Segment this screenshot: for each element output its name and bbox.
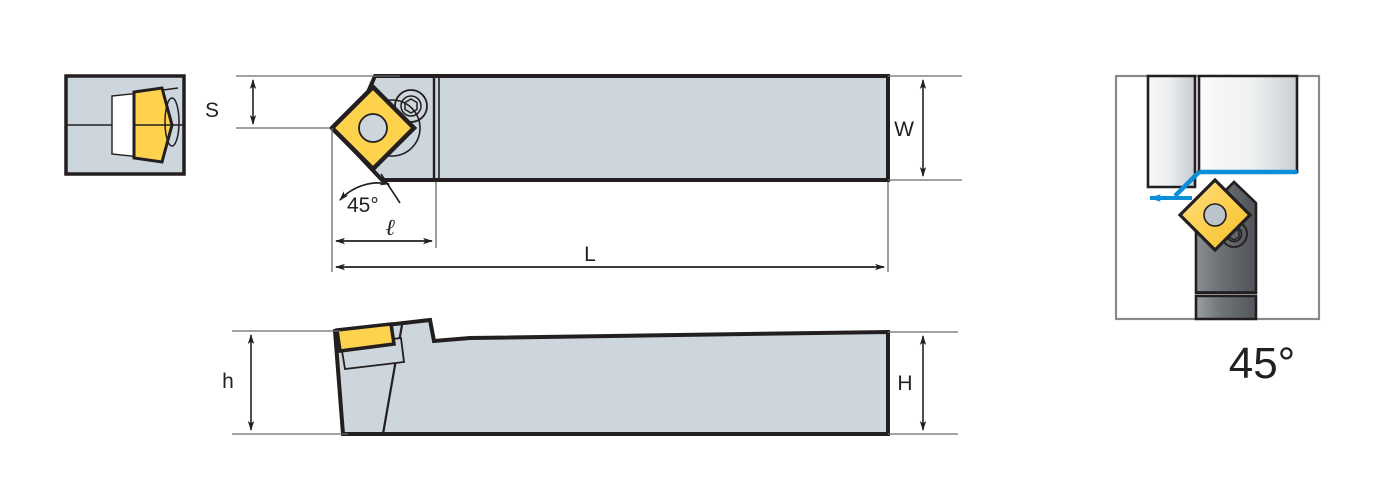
dimension-h-small-label: h bbox=[222, 370, 234, 393]
end-view-group bbox=[64, 74, 186, 176]
end-view-screw-ellipse bbox=[164, 97, 180, 147]
angle-45-arc bbox=[339, 179, 390, 201]
application-view-group: 45° bbox=[1114, 74, 1321, 388]
end-view-detail-line bbox=[162, 87, 179, 91]
application-angle-caption: 45° bbox=[1229, 339, 1296, 388]
top-view-group: S W 45° ℓ L bbox=[205, 74, 962, 272]
dimension-h-big-label: H bbox=[897, 372, 912, 395]
side-view-shank-body bbox=[332, 317, 890, 436]
dimension-l-small-label: ℓ bbox=[385, 215, 395, 240]
workpiece-left-section bbox=[1146, 74, 1197, 189]
angle-45-label: 45° bbox=[347, 194, 379, 217]
top-view-insert-hole bbox=[358, 113, 388, 143]
machined-chamfer-highlight bbox=[1173, 170, 1201, 198]
workpiece-right-section bbox=[1197, 74, 1299, 174]
dimension-l-big-label: L bbox=[584, 243, 596, 266]
dimension-s-label: S bbox=[205, 99, 219, 122]
side-view-insert bbox=[335, 322, 396, 353]
top-view-screw-mid bbox=[400, 95, 422, 117]
application-insert-hole bbox=[1203, 203, 1227, 227]
angle-45-leader bbox=[380, 173, 401, 204]
application-holder-shank bbox=[1194, 294, 1258, 321]
side-view-group: h H bbox=[222, 317, 958, 436]
top-view-screw-hex bbox=[404, 98, 418, 114]
dimension-w-label: W bbox=[894, 118, 914, 141]
